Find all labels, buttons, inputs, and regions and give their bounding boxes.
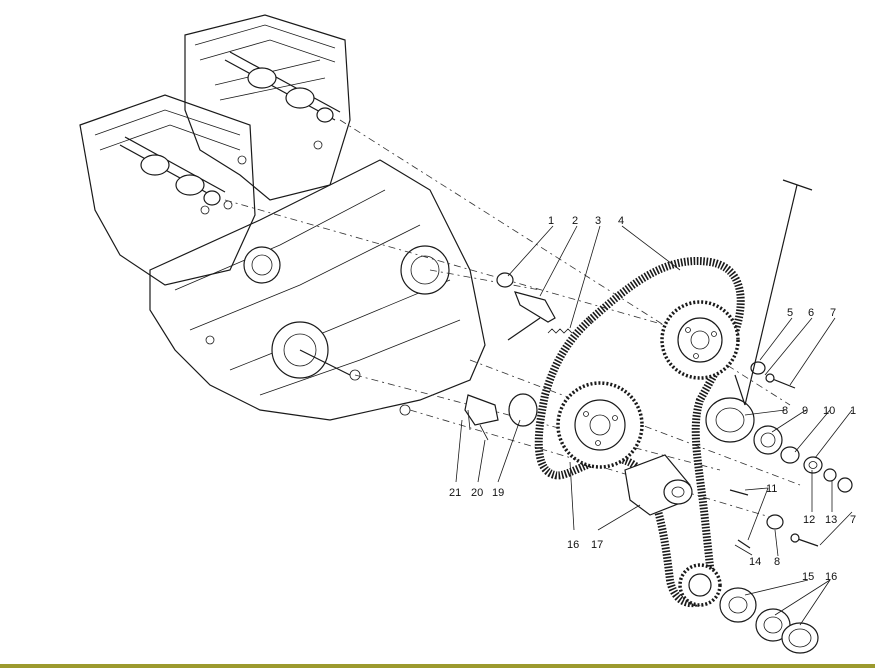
callout-10: 10: [823, 405, 835, 417]
tensioner-assembly: [624, 454, 693, 516]
callout-16-right: 16: [825, 571, 837, 583]
bottom-strip: [0, 664, 875, 668]
small-parts: [464, 272, 819, 549]
callout-1-top: 1: [548, 215, 554, 227]
callout-5: 5: [787, 307, 793, 319]
callout-7-bottom: 7: [850, 514, 856, 526]
timing-belt: [534, 257, 745, 608]
callout-9: 9: [802, 405, 808, 417]
callout-13: 13: [825, 514, 837, 526]
lower-cam-pulley: [556, 381, 644, 469]
callout-11: 11: [766, 483, 777, 495]
callout-4: 4: [618, 215, 624, 227]
crank-washers: [719, 587, 819, 654]
callout-6: 6: [808, 307, 814, 319]
callout-8-top: 8: [782, 405, 788, 417]
callout-16-left: 16: [567, 539, 579, 551]
crank-pulley: [678, 563, 722, 607]
callout-20: 20: [471, 487, 483, 499]
callout-8-bottom: 8: [774, 556, 780, 568]
callout-12: 12: [803, 514, 815, 526]
alignment-tool: [734, 179, 813, 406]
upper-cam-pulley: [660, 300, 740, 380]
callout-17: 17: [591, 539, 603, 551]
callout-labels: 1 2 3 4 5 6 7 8 9 10 1 11 12 13 7 8 14 1…: [449, 215, 856, 583]
leader-lines: [455, 225, 853, 626]
engine-block: [79, 14, 486, 421]
callout-2: 2: [572, 215, 578, 227]
callout-15: 15: [802, 571, 814, 583]
callout-7-top: 7: [830, 307, 836, 319]
callout-3: 3: [595, 215, 601, 227]
callout-21: 21: [449, 487, 461, 499]
idler-bearing-stack: [705, 397, 853, 493]
callout-1-right: 1: [850, 405, 856, 417]
callout-19: 19: [492, 487, 504, 499]
callout-14: 14: [749, 556, 761, 568]
